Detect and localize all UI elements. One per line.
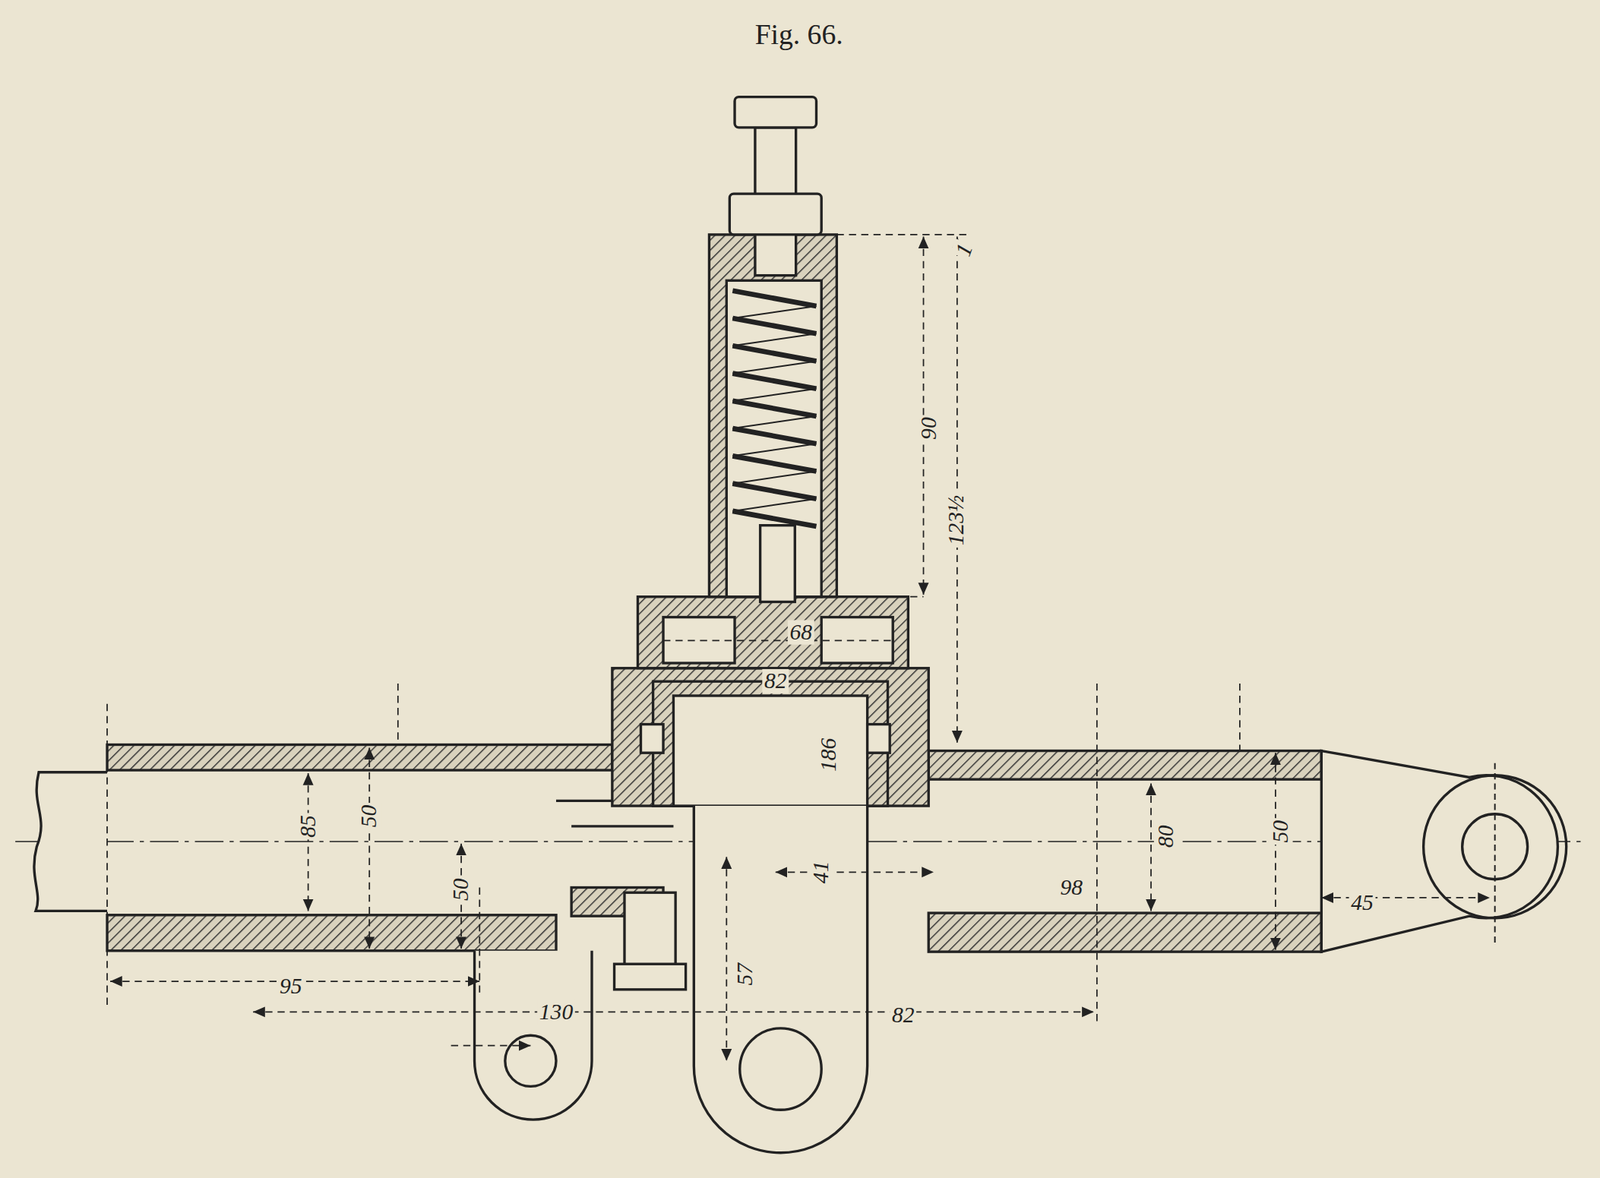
dimension-label: 186: [815, 736, 841, 775]
dimension-label: 95: [277, 974, 304, 1000]
dimension-label: 80: [1154, 823, 1179, 851]
dimension-label: 50: [357, 803, 382, 830]
dimension-label: 130: [537, 999, 576, 1025]
dimension-label: 68: [787, 619, 815, 645]
dimension-label: 41: [809, 859, 834, 886]
dimension-label: 45: [1349, 890, 1376, 915]
dimension-label: 82: [762, 669, 789, 694]
figure-title: Fig. 66.: [755, 18, 844, 51]
dimension-label: 98: [1058, 875, 1085, 900]
dimension-label: 123½: [943, 493, 968, 548]
dimension-label: 1: [950, 238, 979, 262]
dimension-label: 50: [449, 876, 474, 904]
dimension-label: 90: [916, 415, 941, 443]
dimension-label: 85: [295, 812, 320, 840]
dimension-label: 57: [732, 961, 757, 988]
dimension-label: 82: [889, 1002, 917, 1028]
dimension-label: 50: [1267, 818, 1293, 845]
